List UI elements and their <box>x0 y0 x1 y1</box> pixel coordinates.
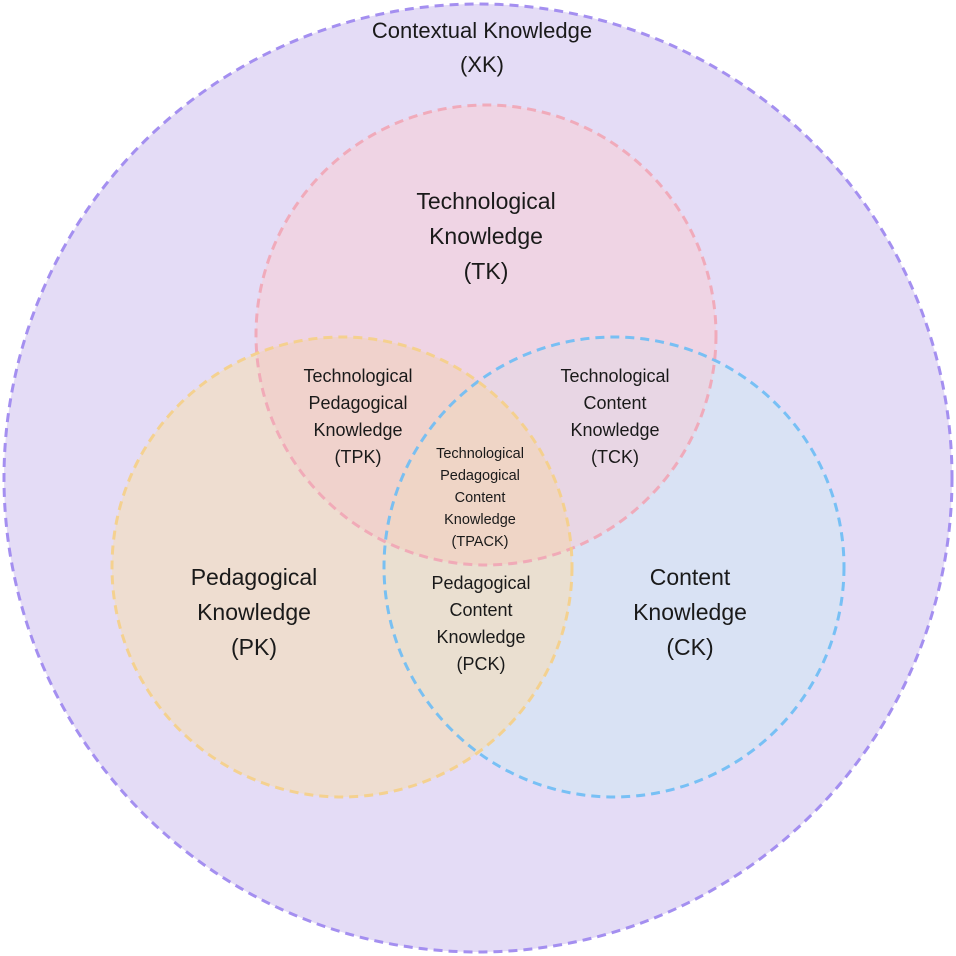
label-content-knowledge: Content Knowledge (CK) <box>633 560 747 665</box>
label-line: Content <box>583 393 647 413</box>
label-line: Technological <box>416 188 556 214</box>
label-pedagogical-knowledge: Pedagogical Knowledge (PK) <box>191 560 318 665</box>
label-line: (CK) <box>666 634 714 660</box>
label-line: (TPACK) <box>451 534 509 550</box>
label-line: Content <box>454 490 506 506</box>
label-line: (PK) <box>230 634 277 660</box>
label-line: Knowledge <box>444 512 516 528</box>
label-line: Contextual Knowledge <box>371 18 593 43</box>
label-line: Technological <box>560 366 670 386</box>
label-line: Content <box>449 600 513 620</box>
label-line: Knowledge <box>429 223 543 249</box>
label-line: Content <box>649 564 731 590</box>
pedagogical-knowledge-circle-outline <box>110 335 574 799</box>
tpack-overlap-region <box>384 337 572 565</box>
label-line: Pedagogical <box>190 564 318 590</box>
technological-knowledge-circle-outline <box>254 103 718 567</box>
label-line: Technological <box>303 366 413 386</box>
content-knowledge-circle-outline <box>382 335 846 799</box>
label-line: Knowledge <box>633 599 747 625</box>
label-line: (XK) <box>460 52 504 77</box>
label-line: Knowledge <box>570 420 660 440</box>
label-line: Technological <box>436 446 524 462</box>
label-pedagogical-content-knowledge: Pedagogical Content Knowledge (PCK) <box>431 570 530 678</box>
label-line: Knowledge <box>197 599 311 625</box>
label-line: Pedagogical <box>431 573 531 593</box>
label-line: (TCK) <box>590 447 639 467</box>
label-technological-pedagogical-knowledge: Technological Pedagogical Knowledge (TPK… <box>303 363 412 471</box>
label-line: Knowledge <box>313 420 403 440</box>
label-contextual-knowledge: Contextual Knowledge (XK) <box>372 14 592 82</box>
label-technological-content-knowledge: Technological Content Knowledge (TCK) <box>560 363 669 471</box>
label-tpack: Technological Pedagogical Content Knowle… <box>436 443 524 553</box>
label-line: Pedagogical <box>308 393 408 413</box>
label-line: Knowledge <box>436 627 526 647</box>
label-line: (TPK) <box>334 447 382 467</box>
label-technological-knowledge: Technological Knowledge (TK) <box>416 184 555 289</box>
label-line: (PCK) <box>456 654 506 674</box>
label-line: (TK) <box>463 258 509 284</box>
label-line: Pedagogical <box>440 468 520 484</box>
